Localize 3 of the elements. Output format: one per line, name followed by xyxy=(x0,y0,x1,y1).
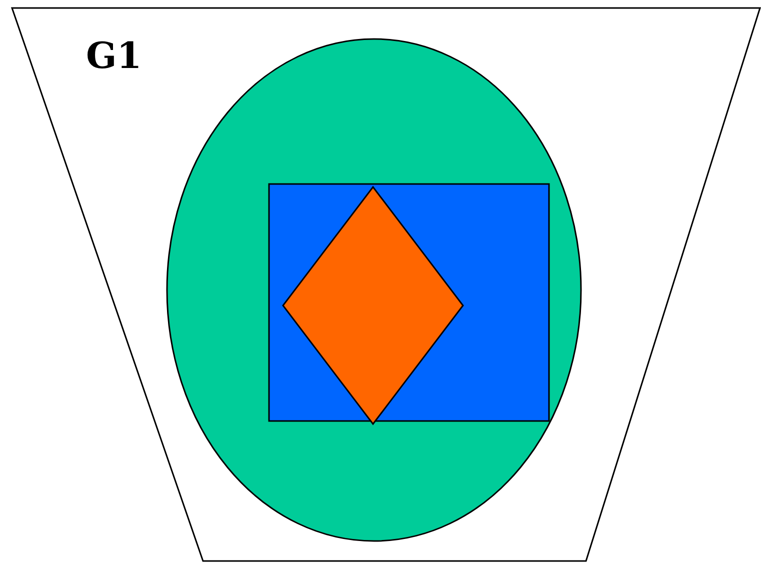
group-label: G1 xyxy=(86,38,142,74)
ellipse-shape xyxy=(167,39,581,541)
diamond-shape xyxy=(283,187,463,424)
